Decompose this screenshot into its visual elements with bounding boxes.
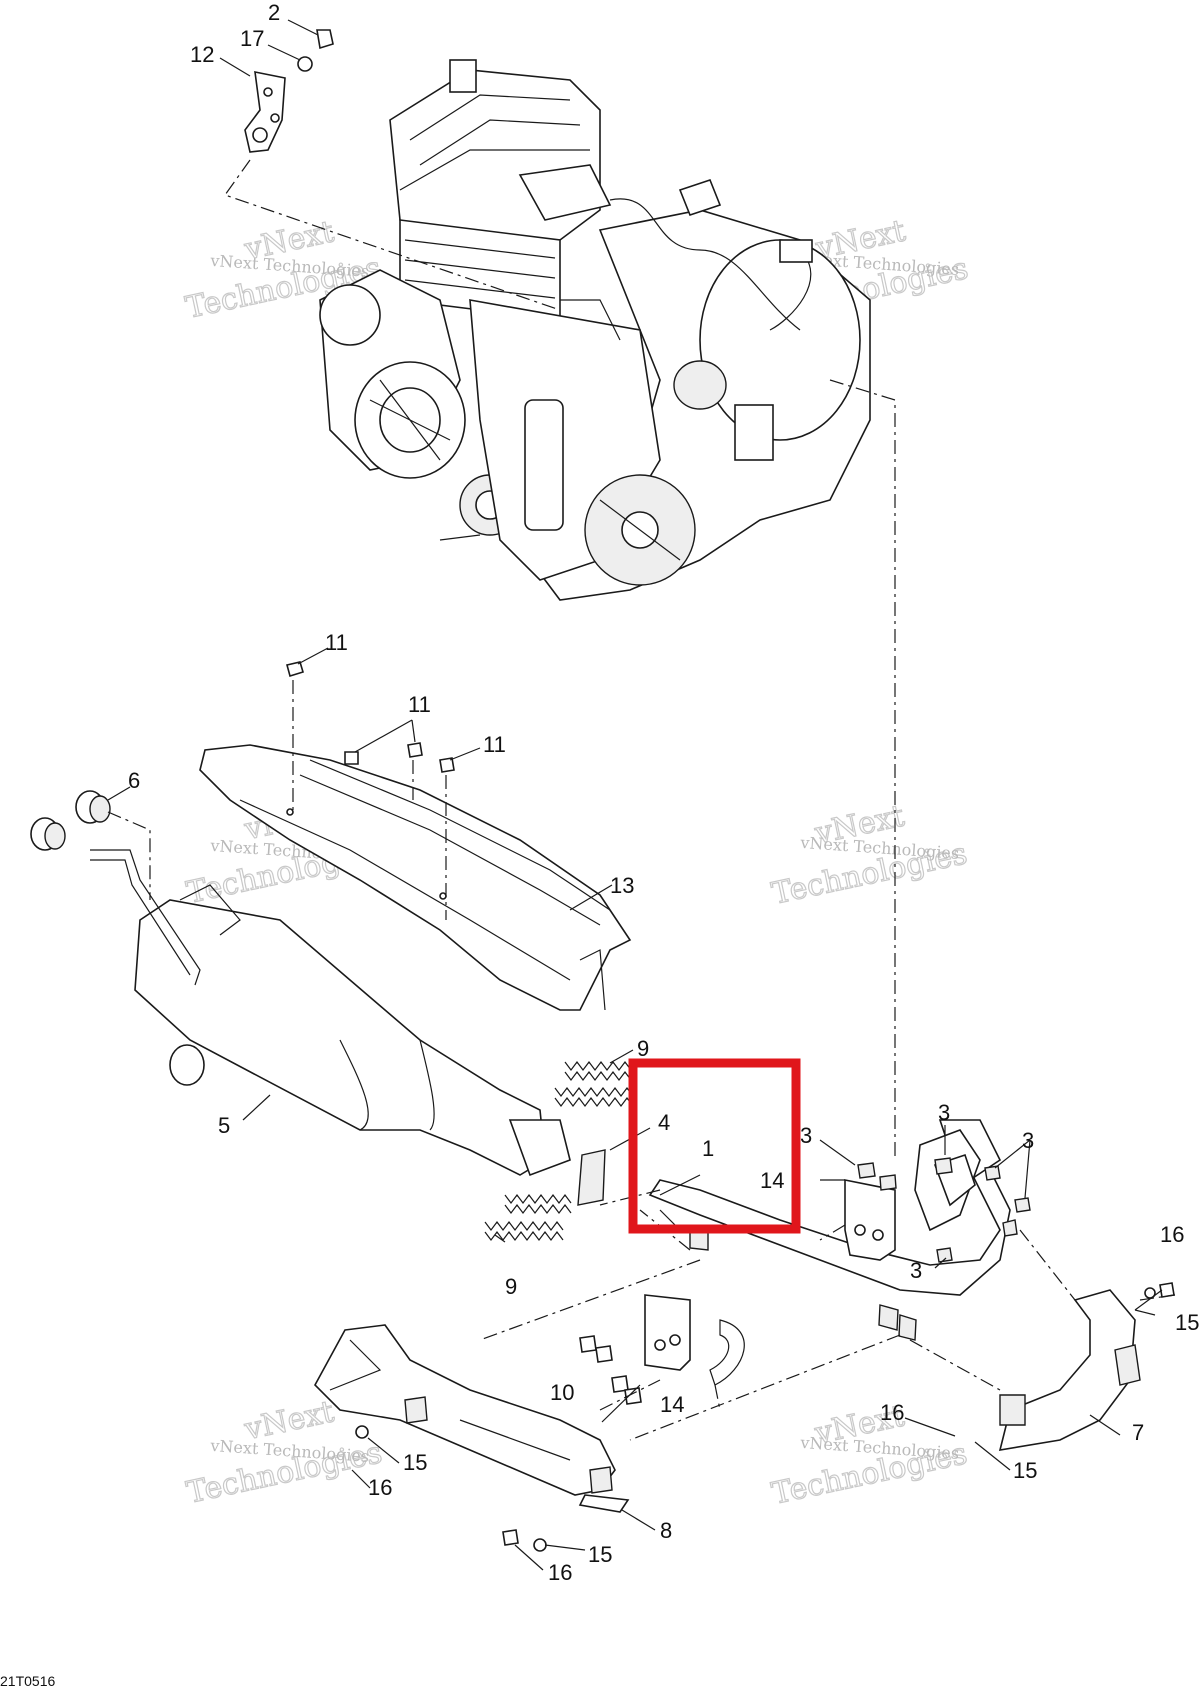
heat-shield-lower [314, 1324, 630, 1552]
flange-nuts [934, 1157, 1031, 1263]
callout-14: 14 [760, 1168, 784, 1193]
bracket-bolts [579, 1335, 642, 1405]
lower-bracket [644, 1294, 745, 1386]
callout-9: 9 [637, 1036, 649, 1061]
exhaust-rear-pipe [998, 1282, 1175, 1451]
callout-11: 11 [325, 630, 348, 655]
callout-14: 14 [660, 1392, 684, 1417]
callout-5: 5 [218, 1113, 230, 1138]
callout-15: 15 [1013, 1458, 1037, 1483]
callout-15: 15 [403, 1450, 427, 1475]
figure-code: 21T0516 [0, 1673, 55, 1689]
callout-3: 3 [938, 1100, 950, 1125]
callout-11: 11 [408, 692, 431, 717]
callout-13: 13 [610, 873, 634, 898]
callout-7: 7 [1132, 1420, 1144, 1445]
callout-3: 3 [800, 1123, 812, 1148]
engine-bracket [244, 29, 334, 153]
callout-4: 4 [658, 1110, 670, 1135]
callout-16: 16 [368, 1475, 392, 1500]
callouts: 2 17 12 11 11 11 6 13 9 4 1 3 14 3 3 3 5… [128, 0, 1199, 1585]
header-bracket [844, 1162, 897, 1261]
callout-15: 15 [1175, 1310, 1199, 1335]
engine-assembly [319, 59, 871, 601]
exhaust-springs [484, 1061, 634, 1241]
callout-8: 8 [660, 1518, 672, 1543]
nut [316, 29, 334, 50]
leader-lines [107, 19, 1163, 1571]
header-clamps [689, 1229, 917, 1341]
callout-3: 3 [1022, 1128, 1034, 1153]
callout-15: 15 [588, 1542, 612, 1567]
heat-shield-upper [199, 744, 632, 1011]
callout-10: 10 [550, 1380, 574, 1405]
callout-3: 3 [910, 1258, 922, 1283]
callout-9: 9 [505, 1274, 517, 1299]
callout-16: 16 [548, 1560, 572, 1585]
muffler-grommets [30, 790, 111, 851]
callout-16: 16 [880, 1400, 904, 1425]
callout-6: 6 [128, 768, 140, 793]
callout-1: 1 [702, 1136, 714, 1161]
exhaust-gasket [577, 1149, 606, 1206]
callout-16: 16 [1160, 1222, 1184, 1247]
washer [297, 56, 313, 72]
muffler [90, 849, 571, 1177]
callout-17: 17 [240, 26, 264, 51]
callout-2: 2 [268, 0, 280, 25]
callout-12: 12 [190, 42, 214, 67]
highlight-box [628, 1058, 801, 1234]
heat-shield-bolts [286, 661, 455, 773]
callout-11: 11 [483, 732, 506, 757]
